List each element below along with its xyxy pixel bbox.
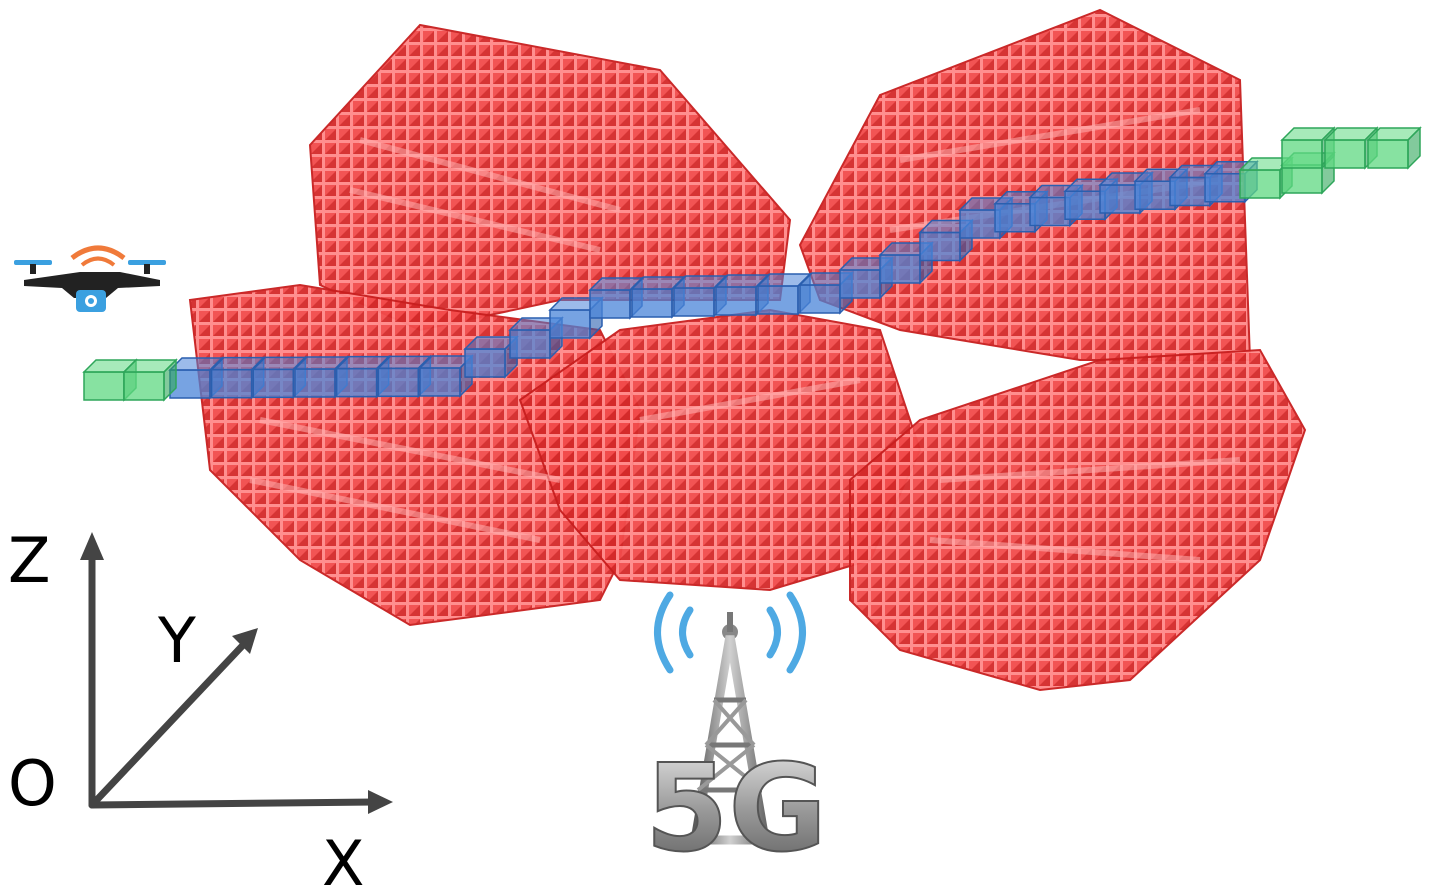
z-arrow-icon bbox=[80, 532, 104, 560]
x-axis bbox=[92, 802, 375, 805]
5g-tower-icon: 5G bbox=[645, 595, 827, 879]
path-voxel-6 bbox=[420, 356, 472, 396]
goal-voxel-4 bbox=[1368, 128, 1420, 168]
y-axis-label: Y bbox=[157, 604, 196, 677]
path-voxel-7 bbox=[465, 337, 517, 377]
start-voxel-1 bbox=[124, 360, 176, 400]
z-axis-label: Z bbox=[8, 524, 50, 597]
drone-camera-icon bbox=[14, 248, 166, 312]
x-axis-label: X bbox=[322, 827, 364, 892]
obstacle-cluster-right bbox=[850, 350, 1305, 690]
x-arrow-icon bbox=[368, 790, 393, 814]
obstacle-clusters bbox=[190, 10, 1305, 690]
5g-label: 5G bbox=[645, 740, 827, 879]
origin-label: O bbox=[8, 747, 57, 820]
